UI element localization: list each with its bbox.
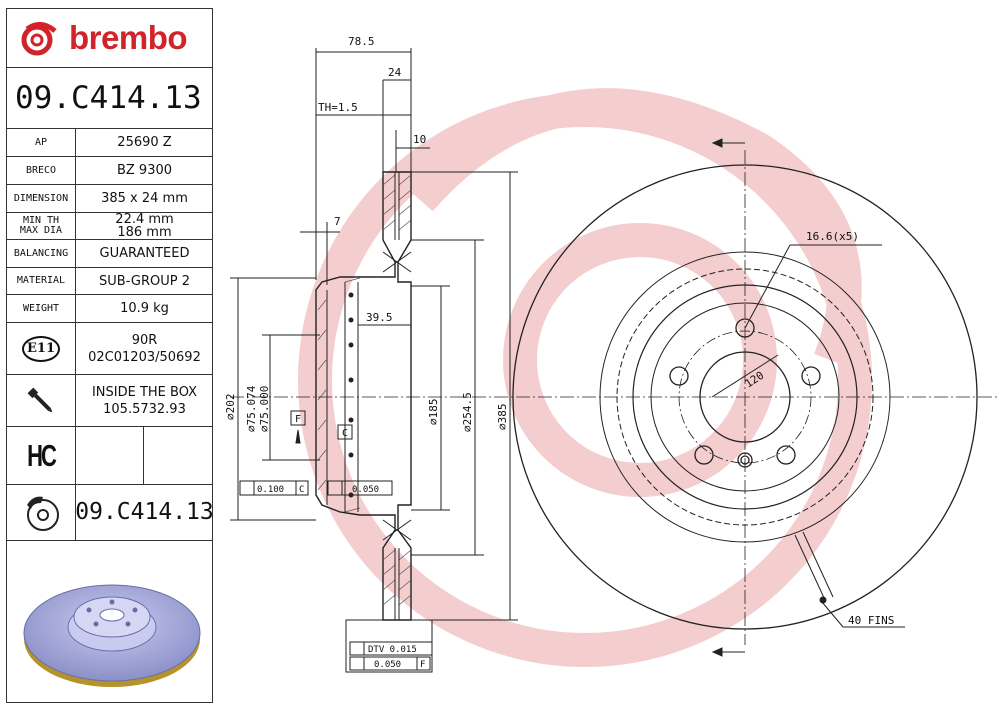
spec-value: 22.4 mm 186 mm bbox=[77, 213, 212, 239]
spec-row-weight: WEIGHT 10.9 kg bbox=[7, 295, 212, 323]
dim-d202: ⌀202 bbox=[224, 394, 237, 421]
spec-value: BZ 9300 bbox=[116, 163, 173, 178]
approval-codes: 90R 02C01203/50692 bbox=[77, 323, 212, 374]
dim-24: 24 bbox=[388, 66, 402, 79]
spec-key-max: MAX DIA bbox=[19, 225, 63, 236]
hc-mark-cell: HC bbox=[7, 427, 76, 484]
spec-key: MIN TH MAX DIA bbox=[7, 213, 76, 239]
dim-d75b: ⌀75.000 bbox=[258, 386, 271, 432]
brembo-logo: brembo bbox=[7, 9, 212, 68]
fins-label: 40 FINS bbox=[848, 614, 894, 627]
screw-icon bbox=[27, 387, 53, 412]
spec-value-min: 22.4 mm bbox=[115, 212, 174, 227]
tol-dtv: DTV 0.015 bbox=[368, 645, 417, 655]
spec-value: 10.9 kg bbox=[120, 301, 169, 316]
inside-box-line2: 105.5732.93 bbox=[103, 401, 186, 417]
approval-mark: E11 bbox=[7, 323, 76, 374]
spec-key-min: MIN TH bbox=[22, 215, 60, 226]
spec-key: WEIGHT bbox=[7, 295, 76, 322]
part-number: 09.C414.13 bbox=[7, 67, 212, 129]
dim-d75: ⌀75.074 bbox=[245, 385, 258, 432]
spec-panel: brembo 09.C414.13 AP 25690 Z BRECO BZ 93… bbox=[6, 8, 214, 703]
spec-row-balancing: BALANCING GUARANTEED bbox=[7, 240, 212, 268]
dim-39-5: 39.5 bbox=[366, 311, 393, 324]
approval-line2: 02C01203/50692 bbox=[88, 349, 201, 365]
dim-10: 10 bbox=[413, 133, 426, 146]
spec-value-max: 186 mm bbox=[117, 225, 172, 240]
spec-key: AP bbox=[7, 129, 76, 156]
approval-row: E11 90R 02C01203/50692 bbox=[7, 323, 212, 375]
disc-render bbox=[23, 584, 201, 687]
brand-name: brembo bbox=[69, 19, 188, 56]
tol-runout: 0.050 bbox=[374, 660, 401, 670]
holes-label: 16.6(x5) bbox=[806, 230, 859, 243]
tol-runout-ref: F bbox=[420, 660, 425, 670]
dim-78-5: 78.5 bbox=[348, 35, 375, 48]
hc-icon: HC bbox=[27, 437, 57, 473]
datum-c: C bbox=[342, 428, 348, 439]
pcd-label: 120 bbox=[743, 369, 767, 391]
spec-key: DIMENSION bbox=[7, 185, 76, 212]
e11-icon: E11 bbox=[22, 335, 60, 362]
spec-value: GUARANTEED bbox=[99, 246, 190, 261]
dim-d185: ⌀185 bbox=[427, 399, 440, 426]
spec-row-material: MATERIAL SUB-GROUP 2 bbox=[7, 268, 212, 295]
spec-value: 25690 Z bbox=[117, 135, 172, 150]
brembo-logo-icon bbox=[21, 22, 57, 56]
spec-value: SUB-GROUP 2 bbox=[99, 273, 190, 289]
spec-key: BALANCING bbox=[7, 240, 76, 267]
spec-value: 385 x 24 mm bbox=[101, 191, 188, 206]
datum-f: F bbox=[295, 414, 301, 425]
spec-row-dimension: DIMENSION 385 x 24 mm bbox=[7, 185, 212, 213]
inside-box-text: INSIDE THE BOX 105.5732.93 bbox=[77, 375, 212, 426]
spec-key: BRECO bbox=[7, 157, 76, 184]
hc-empty-cell bbox=[77, 427, 144, 484]
dim-th: TH=1.5 bbox=[318, 101, 358, 114]
spec-row-thickness: MIN TH MAX DIA 22.4 mm 186 mm bbox=[7, 213, 212, 240]
inside-box-line1: INSIDE THE BOX bbox=[91, 384, 198, 400]
dim-7: 7 bbox=[334, 215, 341, 228]
inside-box-icon-cell bbox=[7, 375, 76, 426]
hc-row: HC bbox=[7, 427, 212, 485]
approval-line1: 90R bbox=[131, 332, 158, 348]
disc-pad-icon bbox=[27, 496, 59, 531]
tol-flatness: 0.050 bbox=[352, 485, 379, 495]
spec-row-breco: BRECO BZ 9300 bbox=[7, 157, 212, 185]
dim-d385: ⌀385 bbox=[496, 404, 509, 431]
tol-parallel: 0.100 bbox=[257, 485, 284, 495]
kit-part-number: 09.C414.13 bbox=[75, 499, 214, 525]
tol-parallel-ref: C bbox=[299, 485, 304, 495]
kit-icon-cell bbox=[7, 485, 76, 540]
kit-row: 09.C414.13 bbox=[7, 485, 214, 541]
spec-row-ap: AP 25690 Z bbox=[7, 129, 212, 157]
inside-box-row: INSIDE THE BOX 105.5732.93 bbox=[7, 375, 212, 427]
spec-key: MATERIAL bbox=[7, 268, 76, 294]
dim-d254-5: ⌀254.5 bbox=[461, 392, 474, 432]
